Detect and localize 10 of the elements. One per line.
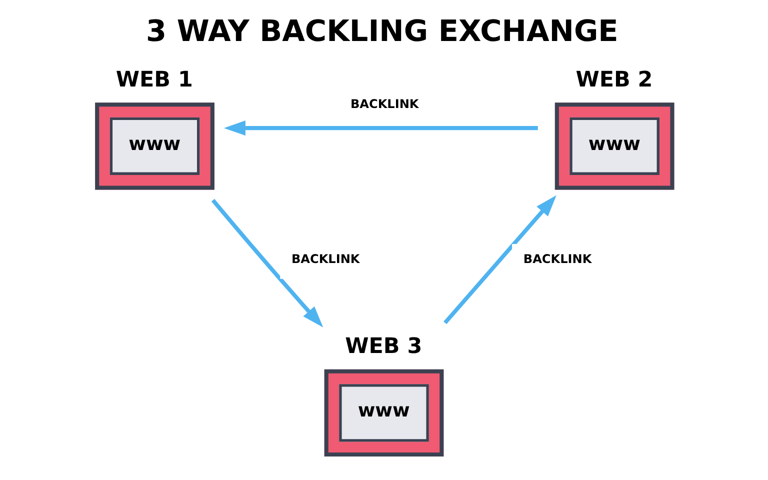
diagram-title: 3 WAY BACKLING EXCHANGE (146, 14, 618, 48)
arrow (211, 198, 324, 328)
arrow (224, 120, 538, 136)
edge-label: BACKLINK (292, 252, 360, 266)
edge-label: BACKLINK (350, 97, 419, 112)
node-label: WEB 2 (576, 67, 653, 92)
node-label: WEB 1 (116, 67, 193, 92)
edge-label: BACKLINK (523, 252, 592, 266)
node-label: WEB 3 (345, 334, 422, 360)
arrow (444, 195, 556, 324)
